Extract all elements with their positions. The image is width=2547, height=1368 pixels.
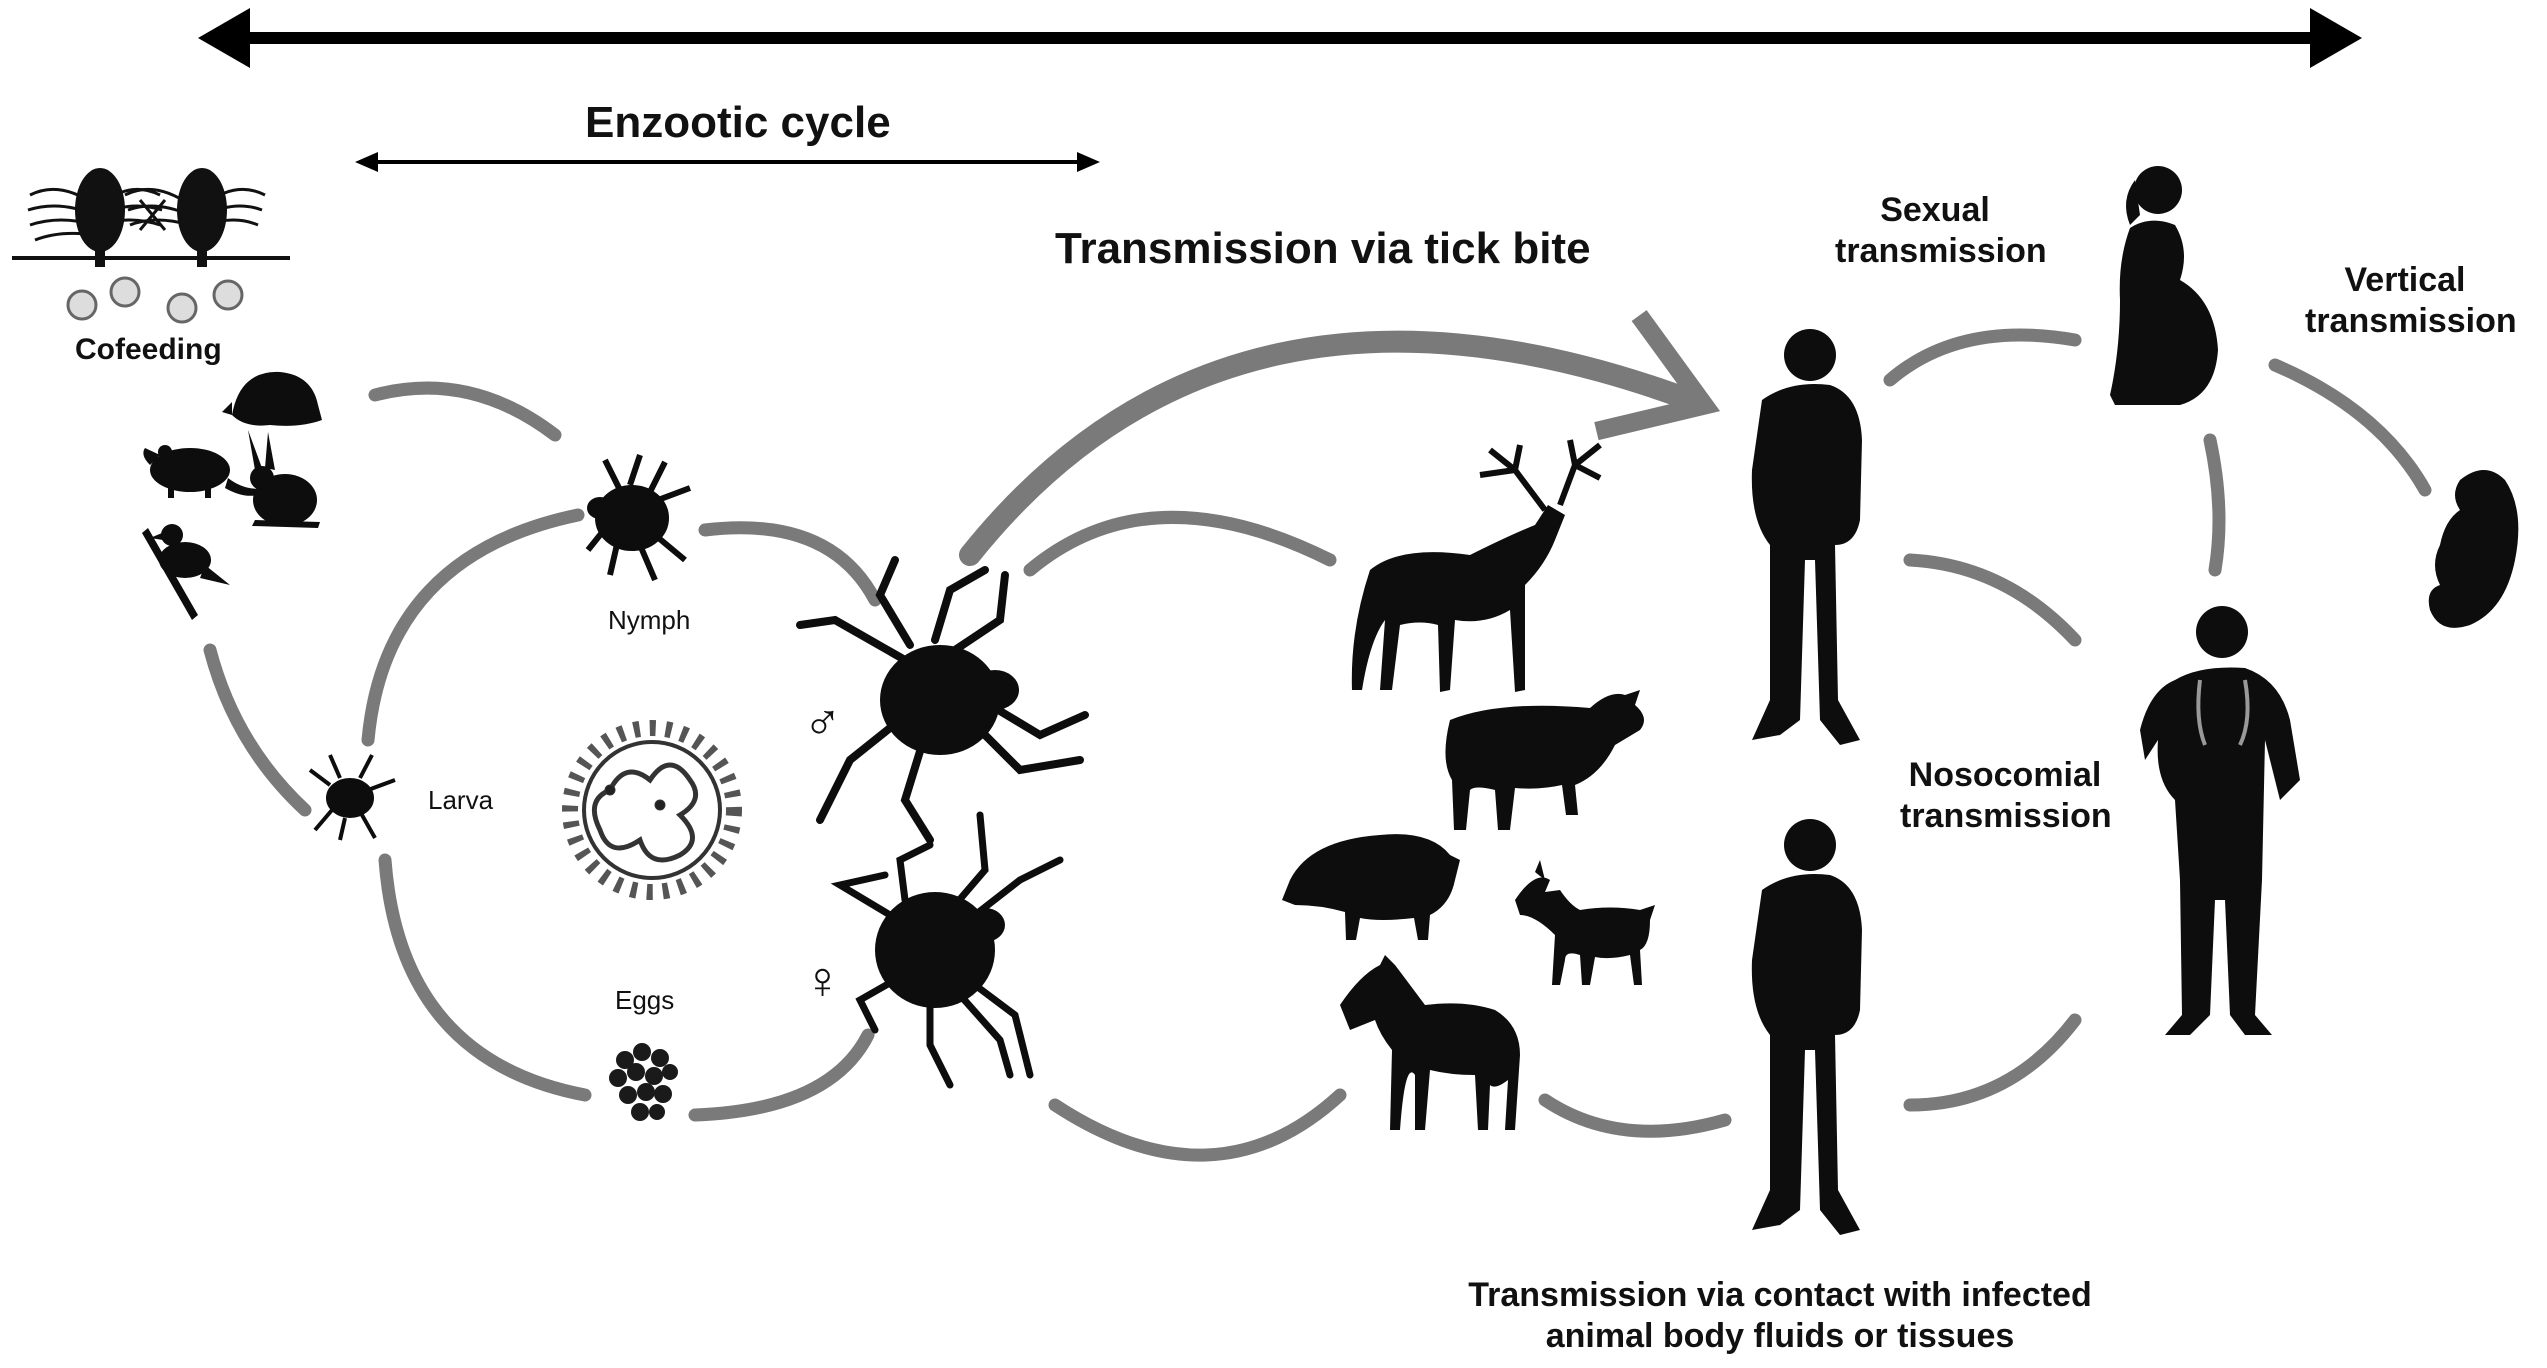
deer-icon (1352, 440, 1600, 692)
arrow-larva-to-hosts (210, 650, 305, 810)
top-double-arrow (198, 8, 2362, 68)
eggs-label: Eggs (615, 985, 674, 1017)
arrow-horse-to-human (1545, 1100, 1725, 1131)
rabbit-icon (248, 430, 320, 528)
contact-line-1: Transmission via contact with infected (1430, 1275, 2130, 1316)
vertical-line-2: transmission (2305, 301, 2505, 342)
arrow-eggs-to-larva (385, 860, 585, 1095)
nosocomial-line-2: transmission (1900, 796, 2110, 837)
hedgehog-icon (222, 372, 322, 426)
larva-tick-icon (310, 755, 395, 840)
arrow-animals-to-ticks (1055, 1095, 1340, 1155)
sexual-transmission-label: Sexual transmission (1835, 190, 2035, 273)
vertical-line-1: Vertical (2305, 260, 2505, 301)
tick-bite-label: Transmission via tick bite (1055, 222, 1591, 276)
enzootic-cycle-label: Enzootic cycle (585, 96, 891, 150)
small-hosts (142, 372, 322, 620)
goat-icon (1515, 860, 1655, 985)
nosocomial-line-1: Nosocomial (1900, 755, 2110, 796)
arrow-woman-to-doctor (2210, 440, 2219, 570)
virus-icon (570, 728, 734, 892)
eggs-icon (609, 1043, 678, 1121)
fetus-icon (2429, 470, 2519, 628)
sexual-line-2: transmission (1835, 231, 2035, 272)
cofeeding-ticks-icon (12, 168, 290, 322)
bird-icon (142, 524, 230, 620)
arrow-hosts-to-nymph (375, 388, 555, 435)
arrow-contact-human-to-doctor (1910, 1020, 2075, 1105)
man-icon (1752, 819, 1862, 1235)
female-symbol: ♀ (803, 950, 842, 1013)
larva-label: Larva (428, 785, 493, 817)
nosocomial-transmission-label: Nosocomial transmission (1900, 755, 2110, 838)
arrow-human-to-doctor (1910, 560, 2075, 640)
female-tick-icon (840, 815, 1060, 1085)
male-tick-icon (800, 560, 1085, 840)
doctor-icon (2140, 606, 2300, 1035)
flow-arrows (210, 335, 2425, 1155)
contact-transmission-label: Transmission via contact with infected a… (1430, 1275, 2130, 1358)
arrow-nymph-to-adult (705, 528, 875, 600)
man-icon (1752, 329, 1862, 745)
contact-line-2: animal body fluids or tissues (1430, 1316, 2130, 1357)
horse-icon (1340, 955, 1520, 1130)
sexual-line-1: Sexual (1835, 190, 2035, 231)
enzootic-cycle-arrow (355, 152, 1100, 172)
boar-icon (1282, 834, 1460, 940)
male-symbol: ♂ (803, 690, 842, 753)
arrow-woman-to-fetus (2275, 365, 2425, 490)
arrow-ticks-to-animals (1030, 517, 1330, 570)
vertical-transmission-label: Vertical transmission (2305, 260, 2505, 343)
cofeeding-label: Cofeeding (75, 332, 222, 369)
nymph-label: Nymph (608, 605, 690, 637)
pregnant-woman-icon (2110, 166, 2218, 405)
arrow-female-to-eggs (695, 1035, 868, 1115)
arrow-tick-bite (970, 342, 1690, 555)
cow-icon (1445, 690, 1644, 830)
animal-hosts (1282, 440, 1655, 1130)
arrow-larva-to-nymph (368, 515, 578, 740)
arrow-human-to-woman (1890, 335, 2075, 380)
nymph-tick-icon (588, 455, 690, 580)
